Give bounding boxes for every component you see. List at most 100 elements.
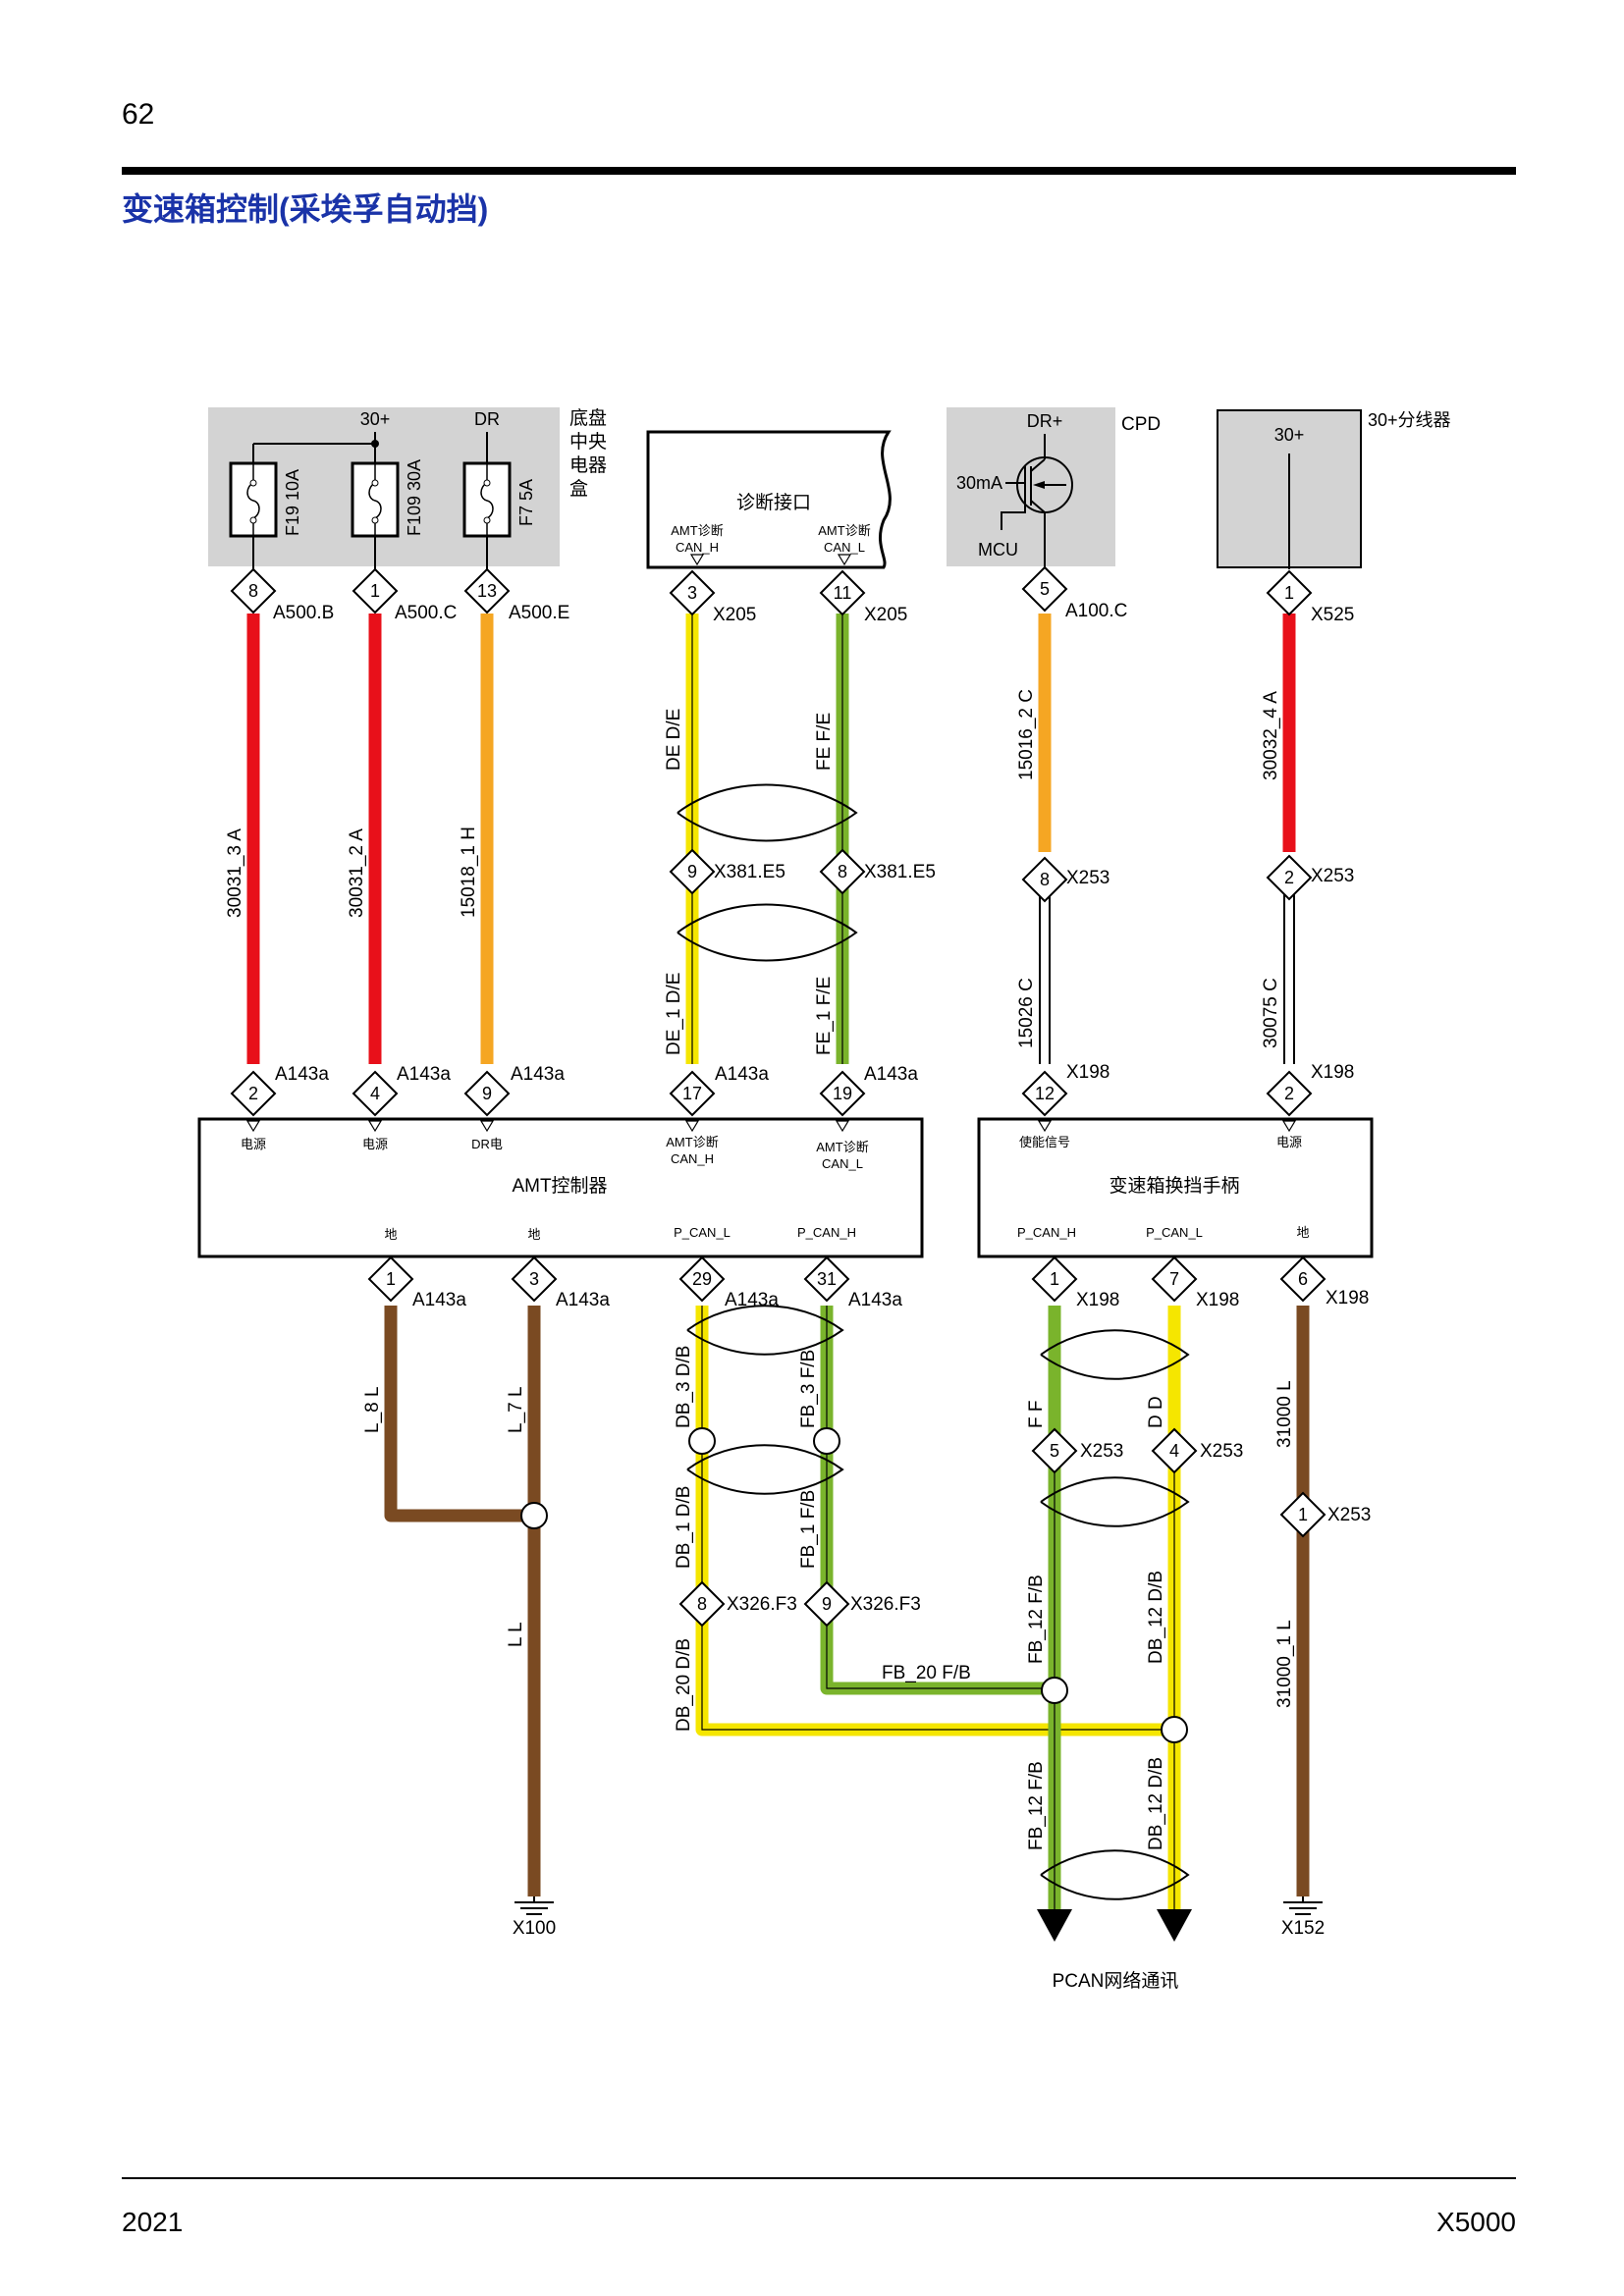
connector-x253-5: 5 X253 <box>1032 1428 1123 1473</box>
svg-text:X198: X198 <box>1066 1062 1110 1083</box>
footer-model: X5000 <box>1436 2207 1516 2237</box>
svg-text:DB_12 D/B: DB_12 D/B <box>1146 1571 1166 1664</box>
svg-text:A143a: A143a <box>848 1290 902 1310</box>
top-wire-labels: 30031_3 A 30031_2 A 15018_1 H DE D/E FE … <box>225 689 1281 1055</box>
connector-x198-7: 7 X198 <box>1152 1256 1239 1310</box>
splitter-label: 30+分线器 <box>1368 410 1451 430</box>
svg-text:AMT诊断: AMT诊断 <box>818 523 870 538</box>
svg-text:CAN_L: CAN_L <box>824 540 865 555</box>
svg-text:DE_1 D/E: DE_1 D/E <box>664 973 684 1055</box>
svg-text:5: 5 <box>1040 579 1050 599</box>
svg-text:8: 8 <box>697 1594 707 1614</box>
svg-text:X253: X253 <box>1200 1441 1243 1462</box>
svg-text:X326.F3: X326.F3 <box>850 1594 921 1615</box>
svg-text:CAN_H: CAN_H <box>676 540 719 555</box>
svg-text:1: 1 <box>1298 1505 1308 1524</box>
svg-text:CAN_H: CAN_H <box>671 1151 714 1166</box>
svg-text:A143a: A143a <box>412 1290 466 1310</box>
svg-text:FE F/E: FE F/E <box>814 713 835 771</box>
svg-text:3: 3 <box>529 1269 539 1289</box>
connector-a143-2: 2 A143a <box>231 1064 329 1116</box>
svg-text:地: 地 <box>1296 1225 1309 1240</box>
svg-text:9: 9 <box>482 1084 492 1103</box>
svg-text:A143a: A143a <box>725 1290 779 1310</box>
svg-text:15018_1 H: 15018_1 H <box>459 827 479 918</box>
svg-text:电源: 电源 <box>241 1137 266 1151</box>
svg-text:A500.B: A500.B <box>273 603 334 623</box>
ground-x152: X152 <box>1281 1918 1325 1939</box>
connector-a143-4: 4 A143a <box>352 1064 451 1116</box>
svg-text:1: 1 <box>1284 583 1294 603</box>
svg-text:L L: L L <box>506 1622 526 1647</box>
svg-text:A143a: A143a <box>511 1064 565 1085</box>
svg-text:1: 1 <box>1050 1269 1059 1289</box>
fuse-f19-label: F19 10A <box>283 469 302 536</box>
connector-x198-2: 2 X198 <box>1267 1062 1354 1116</box>
svg-text:X381.E5: X381.E5 <box>864 862 936 882</box>
svg-text:8: 8 <box>248 581 258 601</box>
svg-text:8: 8 <box>838 862 847 881</box>
cpd-mcu-label: MCU <box>978 540 1018 560</box>
svg-text:30075 C: 30075 C <box>1261 978 1281 1048</box>
svg-text:F F: F F <box>1026 1401 1047 1429</box>
connector-x326-8: 8 X326.F3 <box>679 1581 797 1627</box>
svg-text:11: 11 <box>834 583 852 603</box>
svg-text:X198: X198 <box>1326 1288 1369 1308</box>
svg-text:9: 9 <box>687 862 697 881</box>
svg-text:A143a: A143a <box>864 1064 918 1085</box>
svg-text:A143a: A143a <box>715 1064 769 1085</box>
svg-text:电源: 电源 <box>362 1137 388 1151</box>
svg-text:X198: X198 <box>1196 1290 1239 1310</box>
connector-a100c: 5 A100.C <box>1022 566 1127 621</box>
svg-text:30031_3 A: 30031_3 A <box>225 828 245 918</box>
svg-text:1: 1 <box>370 581 380 601</box>
footer-year: 2021 <box>122 2207 184 2237</box>
svg-text:17: 17 <box>682 1084 702 1103</box>
pcan-network-label: PCAN网络通讯 <box>1053 1970 1179 1992</box>
svg-text:地: 地 <box>527 1227 540 1242</box>
svg-text:电源: 电源 <box>1276 1135 1302 1149</box>
connector-x525: 1 X525 <box>1267 570 1354 625</box>
svg-text:A143a: A143a <box>397 1064 451 1085</box>
connector-x205-h: 3 X205 <box>670 570 756 625</box>
connector-a143-29: 29 A143a <box>679 1256 779 1310</box>
svg-text:X198: X198 <box>1076 1290 1119 1310</box>
svg-text:P_CAN_H: P_CAN_H <box>797 1225 856 1240</box>
bottom-wires <box>384 1305 1324 1942</box>
chassis-fuse-box: 底盘 中央 电器 盒 30+ DR F19 10A F109 30A F7 5A <box>208 407 607 569</box>
connector-a143-9: 9 A143a <box>464 1064 565 1116</box>
supply-dr-label: DR <box>474 409 500 429</box>
fuse-f7-label: F7 5A <box>516 479 536 526</box>
svg-text:AMT控制器: AMT控制器 <box>512 1175 607 1197</box>
svg-text:P_CAN_L: P_CAN_L <box>674 1225 731 1240</box>
svg-text:AMT诊断: AMT诊断 <box>666 1135 718 1149</box>
svg-text:2: 2 <box>1284 868 1294 887</box>
bottom-wire-labels: L_8 L L_7 L L L DB_3 D/B FB_3 F/B DB_1 D… <box>362 1346 1295 1850</box>
svg-text:6: 6 <box>1298 1269 1308 1289</box>
svg-text:L_8 L: L_8 L <box>362 1386 383 1433</box>
svg-text:X253: X253 <box>1066 868 1110 888</box>
svg-text:DB_3 D/B: DB_3 D/B <box>674 1346 694 1428</box>
svg-text:30032_4 A: 30032_4 A <box>1261 691 1281 780</box>
svg-text:变速箱换挡手柄: 变速箱换挡手柄 <box>1109 1175 1239 1197</box>
splitter-box: 30+分线器 30+ <box>1217 409 1451 569</box>
svg-text:31000_1 L: 31000_1 L <box>1274 1620 1295 1708</box>
connector-a500e: 13 A500.E <box>464 568 569 623</box>
connector-a500c: 1 A500.C <box>352 568 457 623</box>
svg-text:FB_1 F/B: FB_1 F/B <box>798 1490 819 1569</box>
svg-text:X525: X525 <box>1311 605 1354 625</box>
svg-text:CAN_L: CAN_L <box>822 1156 863 1171</box>
cpd-supply-label: DR+ <box>1027 411 1063 431</box>
svg-text:L_7 L: L_7 L <box>506 1386 526 1433</box>
connector-a143-3: 3 A143a <box>512 1256 610 1310</box>
svg-text:X253: X253 <box>1080 1441 1123 1462</box>
svg-text:DE D/E: DE D/E <box>664 709 684 771</box>
svg-text:1: 1 <box>386 1269 396 1289</box>
svg-text:30031_2 A: 30031_2 A <box>347 828 367 918</box>
connector-x253-a: 8 X253 <box>1022 857 1110 902</box>
svg-text:4: 4 <box>370 1084 380 1103</box>
connector-a143-31: 31 A143a <box>804 1256 902 1310</box>
footer-rule <box>122 2177 1516 2179</box>
svg-text:D D: D D <box>1146 1396 1166 1428</box>
svg-text:FE_1 F/E: FE_1 F/E <box>814 977 835 1055</box>
